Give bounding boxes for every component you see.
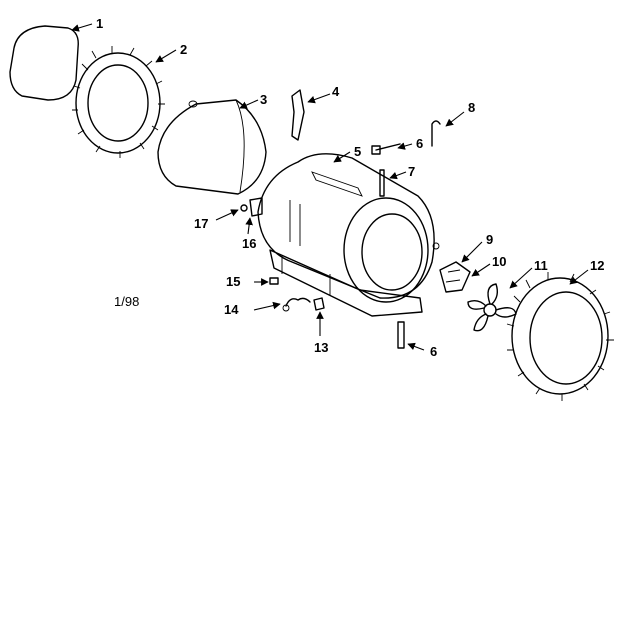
pin: [379, 169, 385, 197]
date-code: 1/98: [114, 294, 139, 309]
fan-blade: [467, 283, 517, 332]
rear-guard: [72, 46, 165, 158]
callout-6-top: 6: [416, 136, 423, 151]
grommet: [313, 297, 325, 311]
callout-13: 13: [314, 340, 328, 355]
callout-2: 2: [180, 42, 187, 57]
callout-16: 16: [242, 236, 256, 251]
callout-14: 14: [224, 302, 239, 317]
callout-12: 12: [590, 258, 604, 273]
callout-10: 10: [492, 254, 506, 269]
switch: [249, 197, 263, 217]
callout-7: 7: [408, 164, 415, 179]
screw-15: [269, 277, 279, 285]
cord-clamp: [282, 297, 311, 312]
screw-top: [371, 143, 401, 155]
hook: [431, 120, 441, 147]
baffle-plate: [291, 89, 305, 141]
front-guard: [506, 272, 614, 401]
callout-6-bottom: 6: [430, 344, 437, 359]
callout-5: 5: [354, 144, 361, 159]
cone-shroud: [157, 99, 267, 195]
filter-pad: [9, 25, 79, 101]
screw-bottom: [397, 321, 405, 349]
callout-labels: 1 2 3 4 5 6 7 8 9 10 11 12 13 14 15 16 1…: [96, 16, 604, 359]
motor: [439, 261, 471, 293]
callout-1: 1: [96, 16, 103, 31]
callout-8: 8: [468, 100, 475, 115]
nut: [240, 204, 248, 212]
main-housing: [257, 153, 440, 317]
callout-9: 9: [486, 232, 493, 247]
leader-lines: [71, 23, 589, 351]
callout-15: 15: [226, 274, 240, 289]
callout-4: 4: [332, 84, 340, 99]
callout-11: 11: [534, 258, 548, 273]
callout-17: 17: [194, 216, 208, 231]
callout-3: 3: [260, 92, 267, 107]
